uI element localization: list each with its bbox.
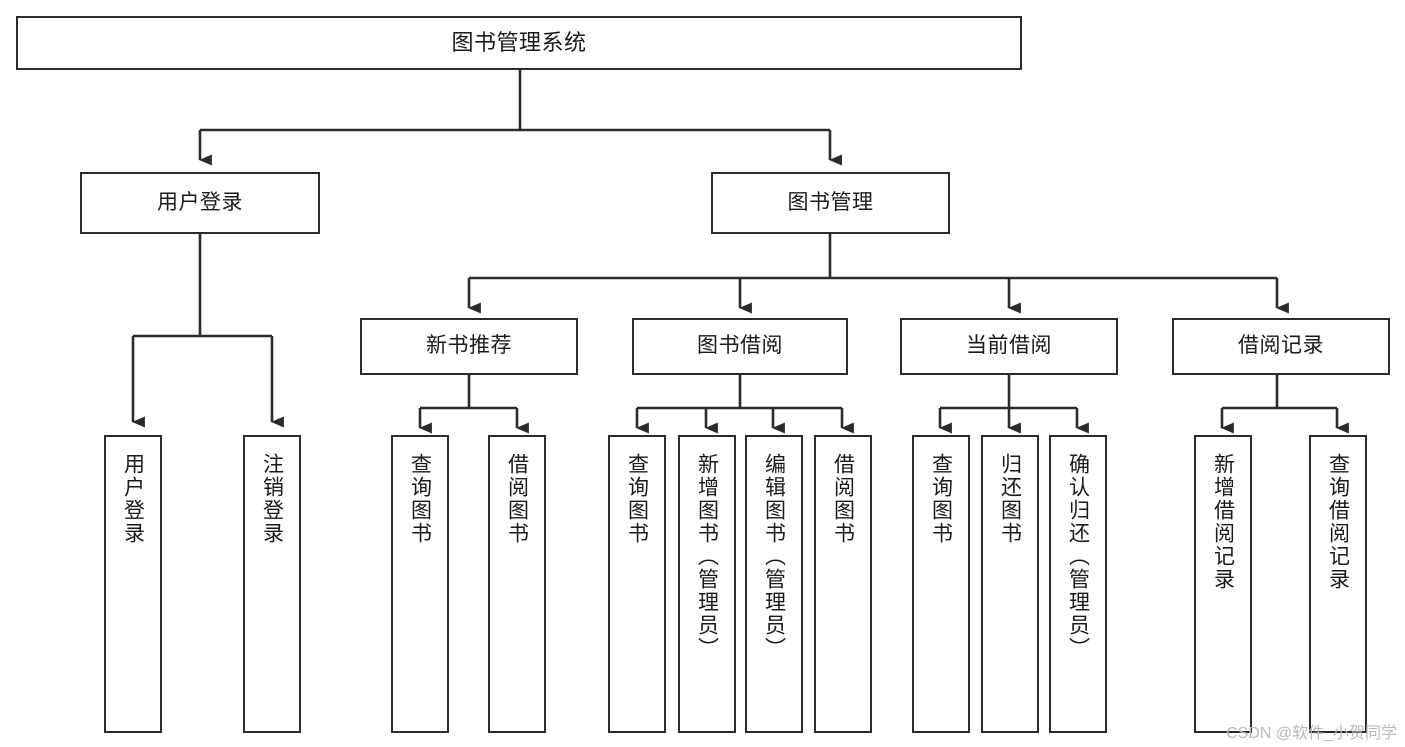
node-leaf-query-borrow-record[interactable]: 查询借阅记录 — [1309, 435, 1367, 733]
node-leaf-user-login[interactable]: 用户登录 — [104, 435, 162, 733]
node-user-login[interactable]: 用户登录 — [80, 172, 320, 234]
node-leaf-query-book-3[interactable]: 查询图书 — [912, 435, 970, 733]
node-borrow-record[interactable]: 借阅记录 — [1172, 318, 1390, 375]
node-root-label: 图书管理系统 — [451, 30, 587, 56]
node-root[interactable]: 图书管理系统 — [16, 16, 1022, 70]
edges-bookmanage-to-level3 — [467, 234, 1289, 314]
node-leaf-borrow-book-2-label: 借阅图书 — [831, 453, 855, 545]
edges-newbook-to-leaves — [418, 375, 529, 434]
node-user-login-label: 用户登录 — [157, 190, 243, 214]
edges-borrowrecord-to-leaves — [1220, 375, 1349, 434]
node-book-borrow[interactable]: 图书借阅 — [632, 318, 848, 375]
node-leaf-query-book-1[interactable]: 查询图书 — [391, 435, 449, 733]
node-leaf-user-login-label: 用户登录 — [121, 453, 145, 545]
node-leaf-add-book-admin[interactable]: 新增图书（管理员） — [678, 435, 736, 733]
node-current-borrow-label: 当前借阅 — [966, 334, 1052, 358]
node-leaf-query-book-2-label: 查询图书 — [625, 453, 649, 545]
edges-currentborrow-to-leaves — [938, 375, 1089, 434]
node-leaf-borrow-book-1[interactable]: 借阅图书 — [488, 435, 546, 733]
node-leaf-borrow-book-1-label: 借阅图书 — [505, 453, 529, 545]
edges-bookborrow-to-leaves — [635, 375, 854, 434]
csdn-watermark: CSDN @软件_小贺同学 — [1226, 725, 1397, 742]
node-leaf-add-borrow-record[interactable]: 新增借阅记录 — [1194, 435, 1252, 733]
node-leaf-edit-book-admin-label: 编辑图书（管理员） — [762, 453, 786, 660]
node-leaf-return-book[interactable]: 归还图书 — [981, 435, 1039, 733]
node-book-borrow-label: 图书借阅 — [697, 334, 783, 358]
node-leaf-confirm-return-admin[interactable]: 确认归还（管理员） — [1049, 435, 1107, 733]
node-current-borrow[interactable]: 当前借阅 — [900, 318, 1118, 375]
node-book-manage[interactable]: 图书管理 — [711, 172, 950, 234]
node-leaf-query-book-2[interactable]: 查询图书 — [608, 435, 666, 733]
edges-root-to-level2 — [198, 70, 842, 166]
node-borrow-record-label: 借阅记录 — [1238, 334, 1324, 358]
node-leaf-confirm-return-admin-label: 确认归还（管理员） — [1066, 453, 1090, 660]
node-leaf-query-borrow-record-label: 查询借阅记录 — [1326, 453, 1350, 591]
node-leaf-logout-login[interactable]: 注销登录 — [243, 435, 301, 733]
edges-userlogin-to-leaves — [131, 234, 284, 428]
node-leaf-logout-login-label: 注销登录 — [260, 453, 284, 545]
node-leaf-query-book-1-label: 查询图书 — [408, 453, 432, 545]
node-leaf-add-book-admin-label: 新增图书（管理员） — [695, 453, 719, 660]
node-leaf-query-book-3-label: 查询图书 — [929, 453, 953, 545]
node-leaf-borrow-book-2[interactable]: 借阅图书 — [814, 435, 872, 733]
node-new-book-recommend[interactable]: 新书推荐 — [360, 318, 578, 375]
node-leaf-edit-book-admin[interactable]: 编辑图书（管理员） — [745, 435, 803, 733]
node-leaf-add-borrow-record-label: 新增借阅记录 — [1211, 453, 1235, 591]
node-leaf-return-book-label: 归还图书 — [998, 453, 1022, 545]
node-new-book-recommend-label: 新书推荐 — [426, 334, 512, 358]
node-book-manage-label: 图书管理 — [787, 190, 874, 214]
